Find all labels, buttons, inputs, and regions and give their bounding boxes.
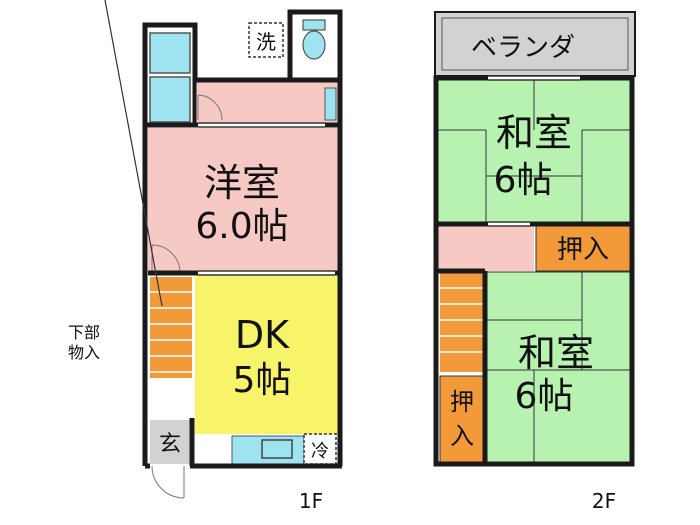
stairs-2f xyxy=(440,272,484,372)
washer-label: 洗 xyxy=(256,30,276,54)
landing xyxy=(438,226,534,271)
kitchen-sink xyxy=(261,439,293,459)
bath-floor xyxy=(149,76,191,123)
corridor xyxy=(195,80,340,125)
closet-upper xyxy=(535,225,631,272)
floor2-plan: ベランダ 和室 6帖 押入 押 入 xyxy=(433,11,636,513)
balcony-label: ベランダ xyxy=(471,33,575,63)
closet-lower-label-1: 押 xyxy=(450,388,474,416)
toilet-icon xyxy=(302,19,326,60)
floor2-label: 2F xyxy=(592,489,616,513)
japanese-lower-name: 和室 xyxy=(518,331,594,375)
fridge-label: 冷 xyxy=(311,441,329,462)
washer-box xyxy=(248,22,284,58)
western-room-size: 6.0帖 xyxy=(195,206,288,247)
balcony xyxy=(434,11,636,77)
sink xyxy=(324,87,337,121)
storage-note-line1: 下部 xyxy=(68,323,100,342)
dk-room-size: 5帖 xyxy=(233,360,292,401)
storage-note-pointer xyxy=(104,0,163,307)
floor1-plan: 洗 洋室 6.0帖 DK 5帖 xyxy=(68,0,343,513)
floor1-label: 1F xyxy=(299,489,323,513)
closet-upper-label: 押入 xyxy=(557,235,609,265)
japanese-upper-size: 6帖 xyxy=(494,160,553,201)
storage-note-line2: 物入 xyxy=(68,343,100,362)
dk-room xyxy=(195,276,340,434)
western-room xyxy=(148,128,340,273)
closet-lower xyxy=(439,375,485,463)
entrance-box xyxy=(150,420,190,464)
japanese-room-lower xyxy=(487,272,630,462)
japanese-upper-name: 和室 xyxy=(496,111,572,155)
bathtub xyxy=(149,32,191,74)
japanese-lower-size: 6帖 xyxy=(515,376,574,417)
western-room-name: 洋室 xyxy=(204,161,280,205)
dk-room-name: DK xyxy=(235,313,290,357)
entrance-label: 玄 xyxy=(159,432,181,457)
closet-lower-label-2: 入 xyxy=(450,422,474,450)
